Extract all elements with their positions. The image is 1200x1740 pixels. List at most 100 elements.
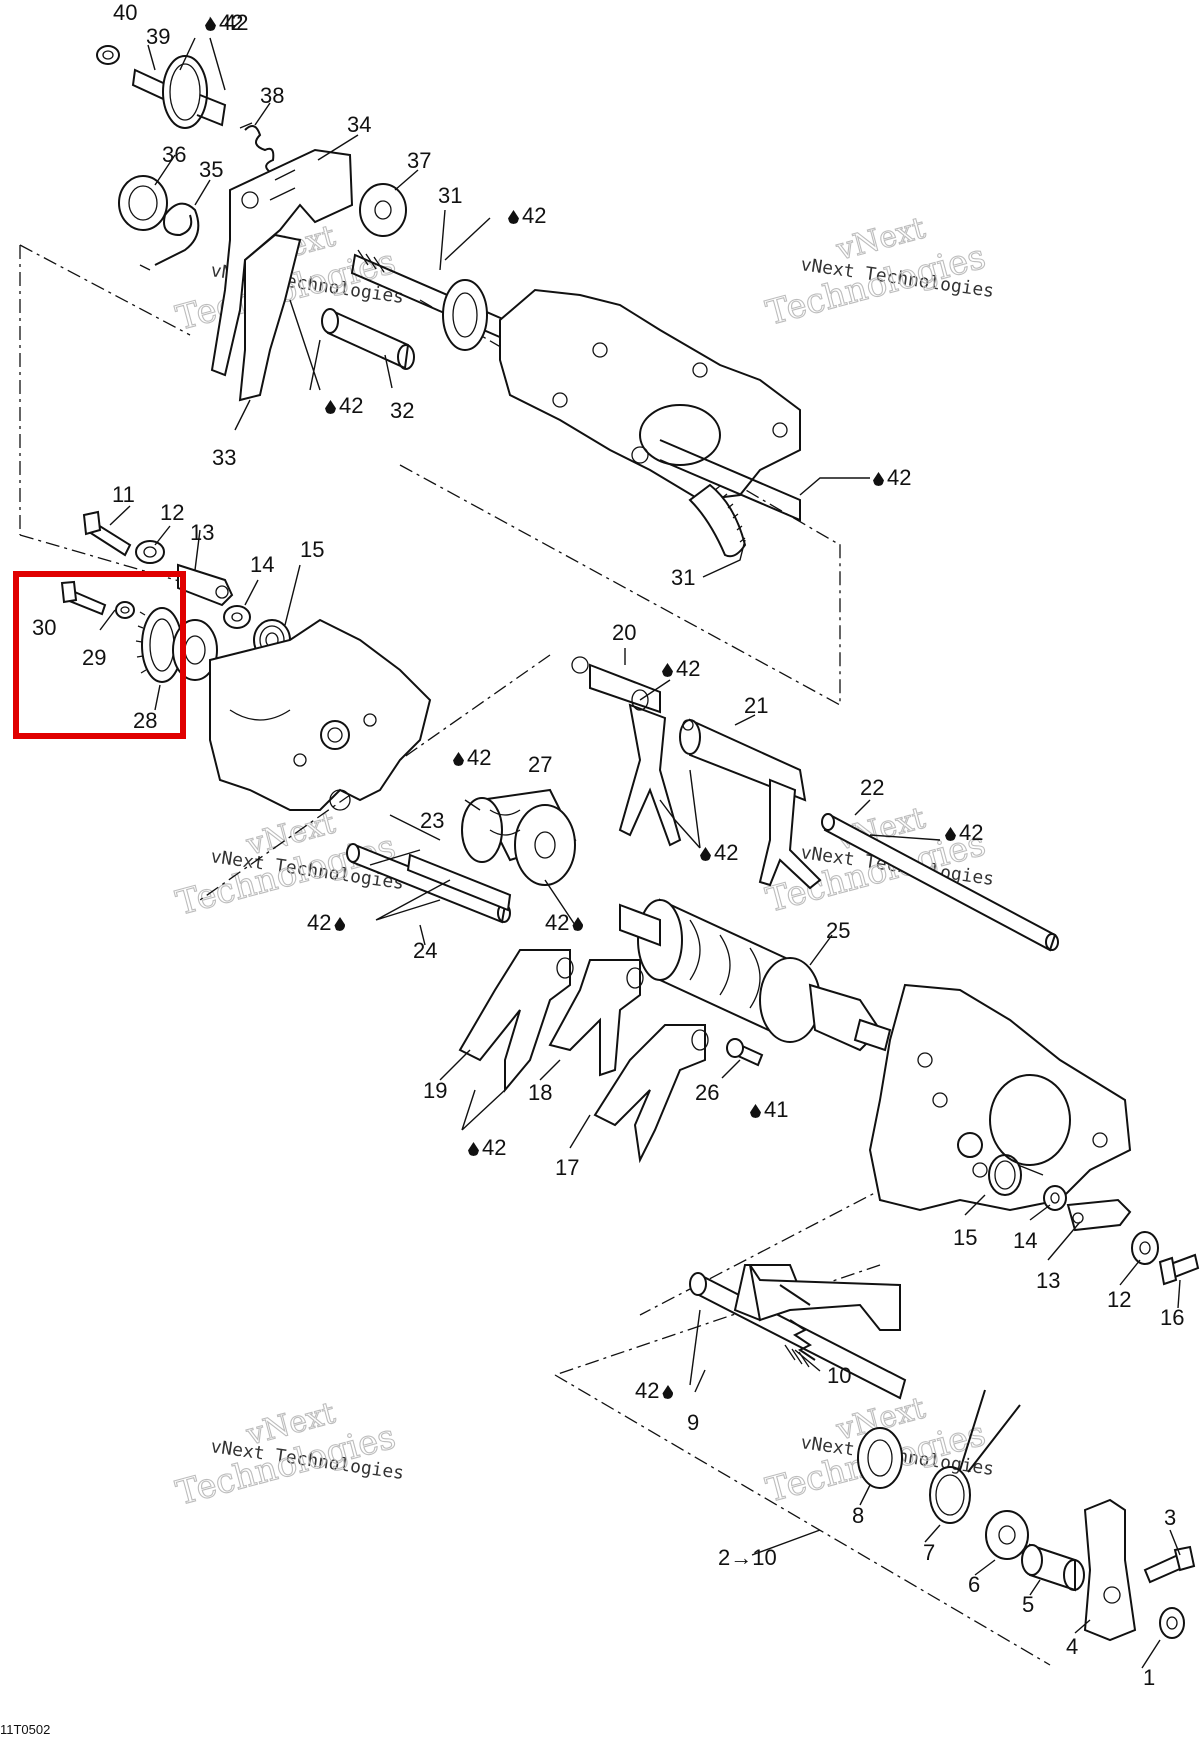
part-17-fork: [593, 1024, 709, 1164]
part-5-sleeve: [1021, 1543, 1085, 1592]
part-22-rod: [821, 813, 1059, 952]
label-11: 11: [112, 482, 135, 507]
lube-label-9: 42: [635, 1378, 674, 1404]
part-4-lever: [1083, 1498, 1137, 1642]
label-range-2-10: 2→10: [718, 1545, 777, 1570]
label-13: 13: [190, 520, 214, 545]
part-8-seal: [857, 1427, 903, 1489]
part-1-washer: [1159, 1607, 1185, 1639]
part-24-rod: [406, 853, 512, 912]
label-31b: 31: [671, 565, 695, 590]
oil-drop-icon: [700, 847, 711, 861]
part-14-washer: [223, 605, 251, 629]
part-20-fork: [571, 656, 682, 847]
oil-drop-icon: [468, 1142, 479, 1156]
lube-label-32-33: 42: [325, 393, 363, 419]
part-30-bolt: [60, 580, 107, 616]
label-31a: 31: [438, 183, 462, 208]
oil-drop-icon: [325, 400, 336, 414]
part-9-shift-shaft: [689, 1264, 907, 1400]
lube-label-31-upper: 42: [508, 203, 546, 229]
lube-label-20-21: 42: [700, 840, 738, 866]
lube-label-26: 41: [750, 1097, 788, 1123]
part-14-washer-lower: [1043, 1185, 1067, 1211]
part-13-link-lower: [1066, 1198, 1132, 1232]
label-9: 9: [687, 1410, 699, 1435]
label-25: 25: [826, 918, 850, 943]
oil-drop-icon: [662, 663, 673, 677]
part-32-pin: [321, 308, 415, 370]
oil-drop-icon: [750, 1104, 761, 1118]
part-labels: 40 39 38 34 36 35 37 31 32 33 31 11 12 1…: [32, 0, 1184, 1690]
label-13b: 13: [1036, 1268, 1060, 1293]
part-35-torsion-spring: [139, 202, 200, 271]
label-26: 26: [695, 1080, 719, 1105]
label-7: 7: [923, 1540, 935, 1565]
label-16: 16: [1160, 1305, 1184, 1330]
part-18-fork: [548, 959, 644, 1077]
label-14b: 14: [1013, 1228, 1037, 1253]
part-11-bolt: [82, 510, 132, 557]
lube-label-39: 42: [205, 10, 243, 36]
label-14: 14: [250, 552, 274, 577]
lube-label-25: 42: [545, 910, 584, 936]
part-7-spring: [929, 1389, 1021, 1524]
label-12b: 12: [1107, 1287, 1131, 1312]
part-31-gear-lower: [688, 483, 747, 558]
part-12-washer: [135, 540, 165, 564]
label-3: 3: [1164, 1505, 1176, 1530]
oil-drop-icon: [453, 752, 464, 766]
label-37: 37: [407, 148, 431, 173]
label-28: 28: [133, 708, 157, 733]
label-40: 40: [113, 0, 137, 25]
part-6-washer: [985, 1510, 1029, 1560]
label-18: 18: [528, 1080, 552, 1105]
part-10-spring: [789, 1319, 816, 1361]
label-4: 4: [1066, 1634, 1078, 1659]
label-35: 35: [199, 157, 223, 182]
watermark-top-right: vNext vNext Technologies Technologies: [761, 210, 995, 334]
label-36: 36: [162, 142, 186, 167]
label-5: 5: [1022, 1592, 1034, 1617]
lower-right-housing: [868, 983, 1132, 1212]
lube-label-19-18: 42: [468, 1135, 506, 1161]
leader-lines: [99, 37, 1181, 1669]
oil-drop-icon: [873, 472, 884, 486]
svg-text:42: 42: [224, 10, 248, 35]
upper-housing: [499, 288, 801, 522]
label-32: 32: [390, 398, 414, 423]
label-15: 15: [300, 537, 324, 562]
part-12-washer-lower: [1131, 1231, 1159, 1265]
oil-drop-icon: [572, 917, 584, 931]
oil-drop-icon: [508, 210, 519, 224]
label-21: 21: [744, 693, 768, 718]
label-34: 34: [347, 112, 371, 137]
watermark-bottom-left: vNext vNext Technologies Technologies: [171, 1395, 405, 1514]
label-38: 38: [260, 83, 284, 108]
part-37-washer: [359, 183, 407, 237]
part-13-link: [177, 563, 234, 607]
part-39-gear-shaft: [131, 55, 227, 129]
oil-drop-icon: [205, 17, 216, 31]
label-20: 20: [612, 620, 636, 645]
part-21-fork: [679, 718, 822, 890]
part-36-seal: [118, 175, 168, 231]
illustration-code: 11T0502: [0, 1722, 51, 1737]
label-10: 10: [827, 1363, 851, 1388]
label-33: 33: [212, 445, 236, 470]
label-12: 12: [160, 500, 184, 525]
label-27: 27: [528, 752, 552, 777]
label-19: 19: [423, 1078, 447, 1103]
label-29: 29: [82, 645, 106, 670]
lube-label-22: 42: [945, 820, 983, 846]
lube-label-31-lower: 42: [873, 465, 911, 491]
part-27-drum: [461, 788, 577, 886]
label-1: 1: [1143, 1665, 1155, 1690]
lube-label-27: 42: [453, 745, 491, 771]
part-16-bolt: [1158, 1253, 1200, 1286]
label-23: 23: [420, 808, 444, 833]
part-25-shift-drum: [619, 898, 892, 1052]
label-8: 8: [852, 1503, 864, 1528]
highlight-box-parts-28-30: [13, 571, 186, 739]
